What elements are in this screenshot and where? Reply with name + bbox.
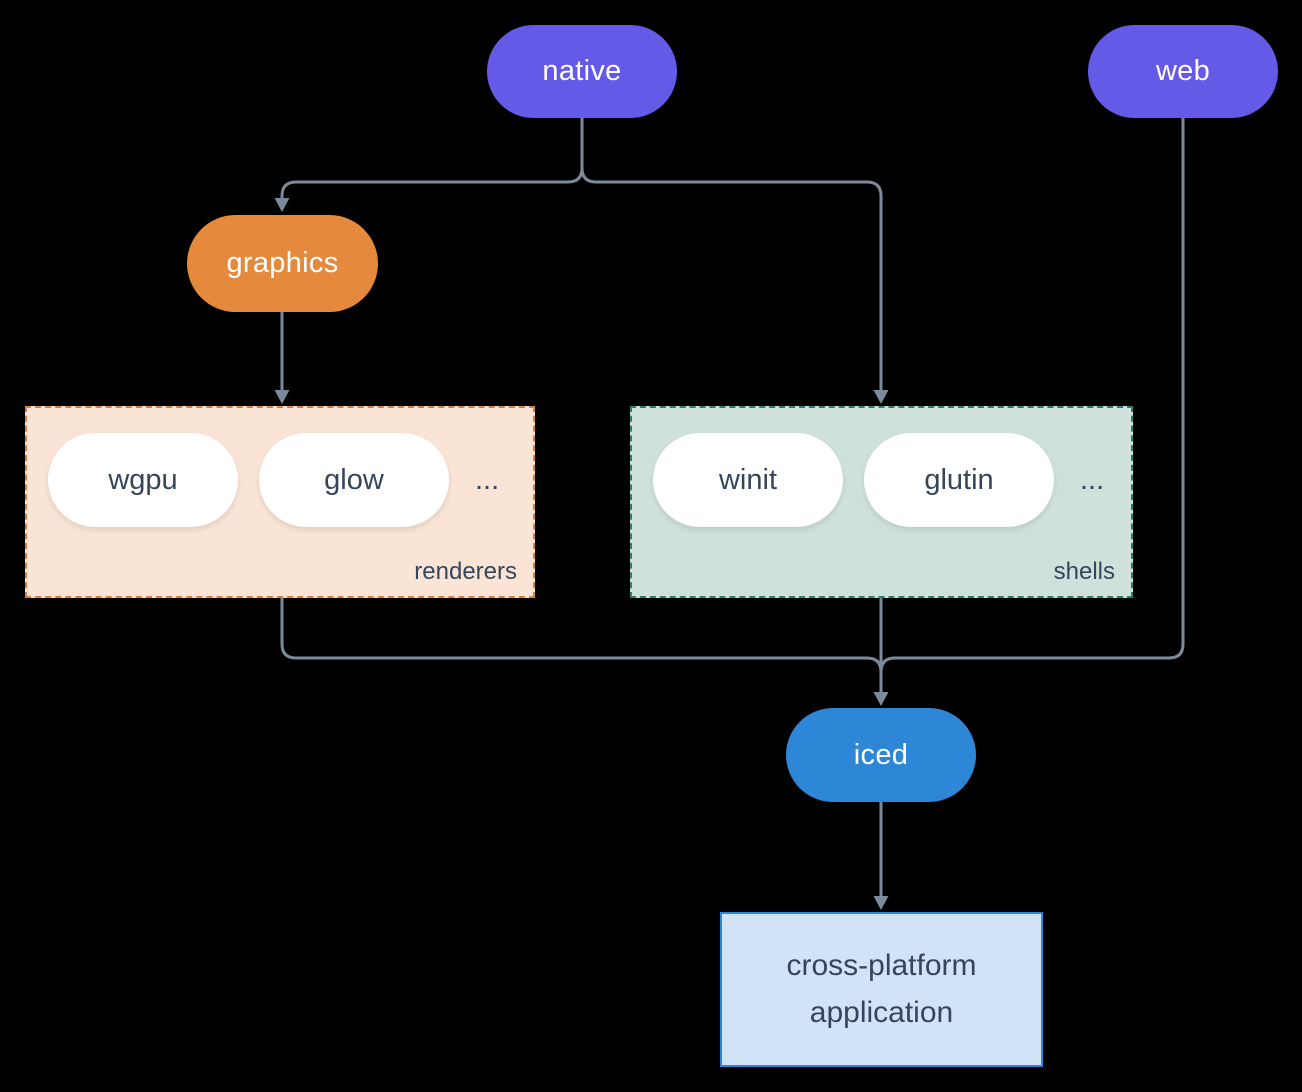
chip-glow-label: glow — [324, 463, 384, 496]
arrowhead-application — [873, 896, 889, 910]
node-iced-label: iced — [853, 738, 909, 771]
arrowhead-iced — [873, 692, 889, 706]
group-shells: winit glutin ... shells — [630, 406, 1133, 598]
chip-glutin: glutin — [864, 433, 1054, 527]
renderers-group-label: renderers — [414, 558, 517, 585]
node-web: web — [1088, 25, 1278, 118]
chip-winit-label: winit — [718, 463, 777, 496]
chip-wgpu: wgpu — [48, 433, 238, 527]
arrowhead-graphics — [274, 198, 290, 212]
node-native: native — [487, 25, 677, 118]
shells-ellipsis: ... — [1080, 463, 1105, 496]
edge-renderers-iced — [280, 598, 883, 692]
node-web-label: web — [1155, 55, 1211, 87]
arrowhead-shells — [873, 390, 889, 404]
group-renderers: wgpu glow ... renderers — [25, 406, 535, 598]
node-graphics-label: graphics — [226, 247, 339, 279]
chip-wgpu-label: wgpu — [108, 463, 178, 496]
application-label-line1: cross-platform — [786, 949, 977, 982]
shells-row: winit glutin ... — [632, 408, 1131, 527]
edge-native-graphics — [280, 118, 584, 199]
node-native-label: native — [542, 55, 622, 87]
node-graphics: graphics — [187, 215, 378, 312]
arrowhead-renderers — [274, 390, 290, 404]
application-label-line2: application — [809, 995, 954, 1029]
renderers-ellipsis: ... — [475, 463, 500, 496]
chip-winit: winit — [653, 433, 843, 527]
chip-glow: glow — [259, 433, 449, 527]
renderers-row: wgpu glow ... — [27, 408, 533, 527]
edge-web-iced — [879, 118, 1185, 692]
node-cross-platform-application: cross-platform application — [720, 912, 1043, 1067]
chip-glutin-label: glutin — [924, 463, 994, 496]
edge-native-shells — [580, 118, 883, 390]
shells-group-label: shells — [1053, 558, 1115, 585]
node-iced: iced — [786, 708, 976, 802]
